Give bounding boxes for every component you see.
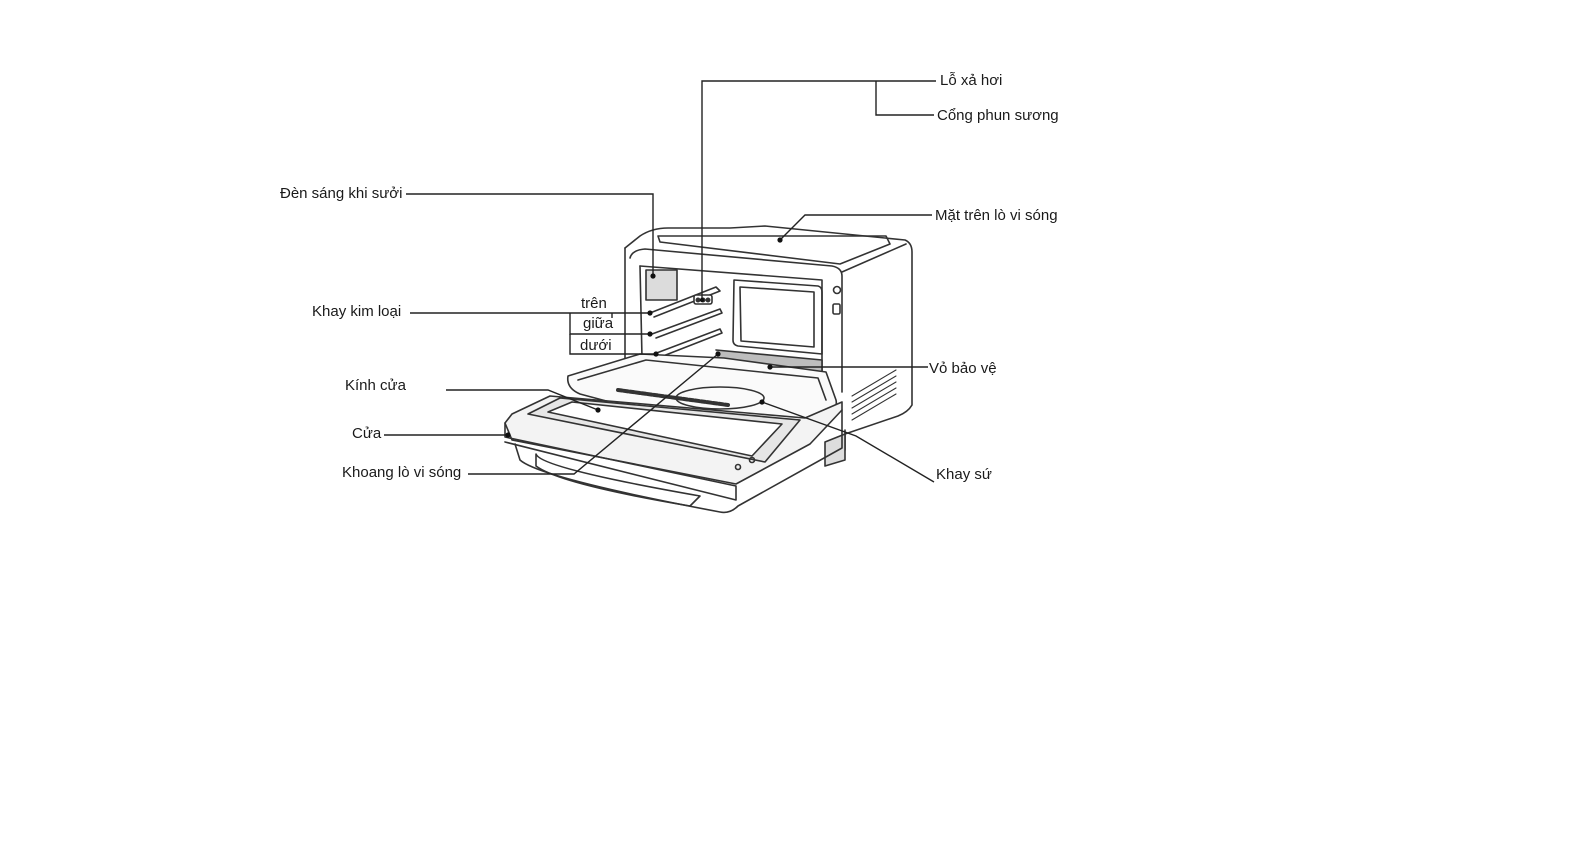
label-ceramic-tray: Khay sứ: [936, 466, 992, 483]
label-cavity: Khoang lò vi sóng: [342, 464, 462, 481]
label-metal-tray: Khay kim loại: [312, 303, 402, 320]
label-top-surface: Mặt trên lò vi sóng: [935, 207, 1058, 224]
label-door: Cửa: [352, 425, 382, 442]
leader-lines: [384, 80, 936, 483]
label-mist-port: Cổng phun sương: [937, 107, 1059, 124]
label-rack-bottom: dưới: [580, 337, 612, 354]
label-protective-cover: Vỏ bảo vệ: [929, 360, 997, 377]
label-rack-middle: giữa: [583, 315, 614, 332]
label-rack-top: trên: [581, 295, 607, 312]
label-heater-light: Đèn sáng khi sưởi: [280, 185, 403, 202]
heater-light-grille: [645, 269, 678, 301]
top-panel: [657, 235, 891, 265]
back-window: [732, 279, 823, 355]
door-handle: [535, 453, 701, 507]
label-door-glass: Kính cửa: [345, 377, 406, 394]
label-steam-vent: Lỗ xả hơi: [940, 72, 1003, 89]
